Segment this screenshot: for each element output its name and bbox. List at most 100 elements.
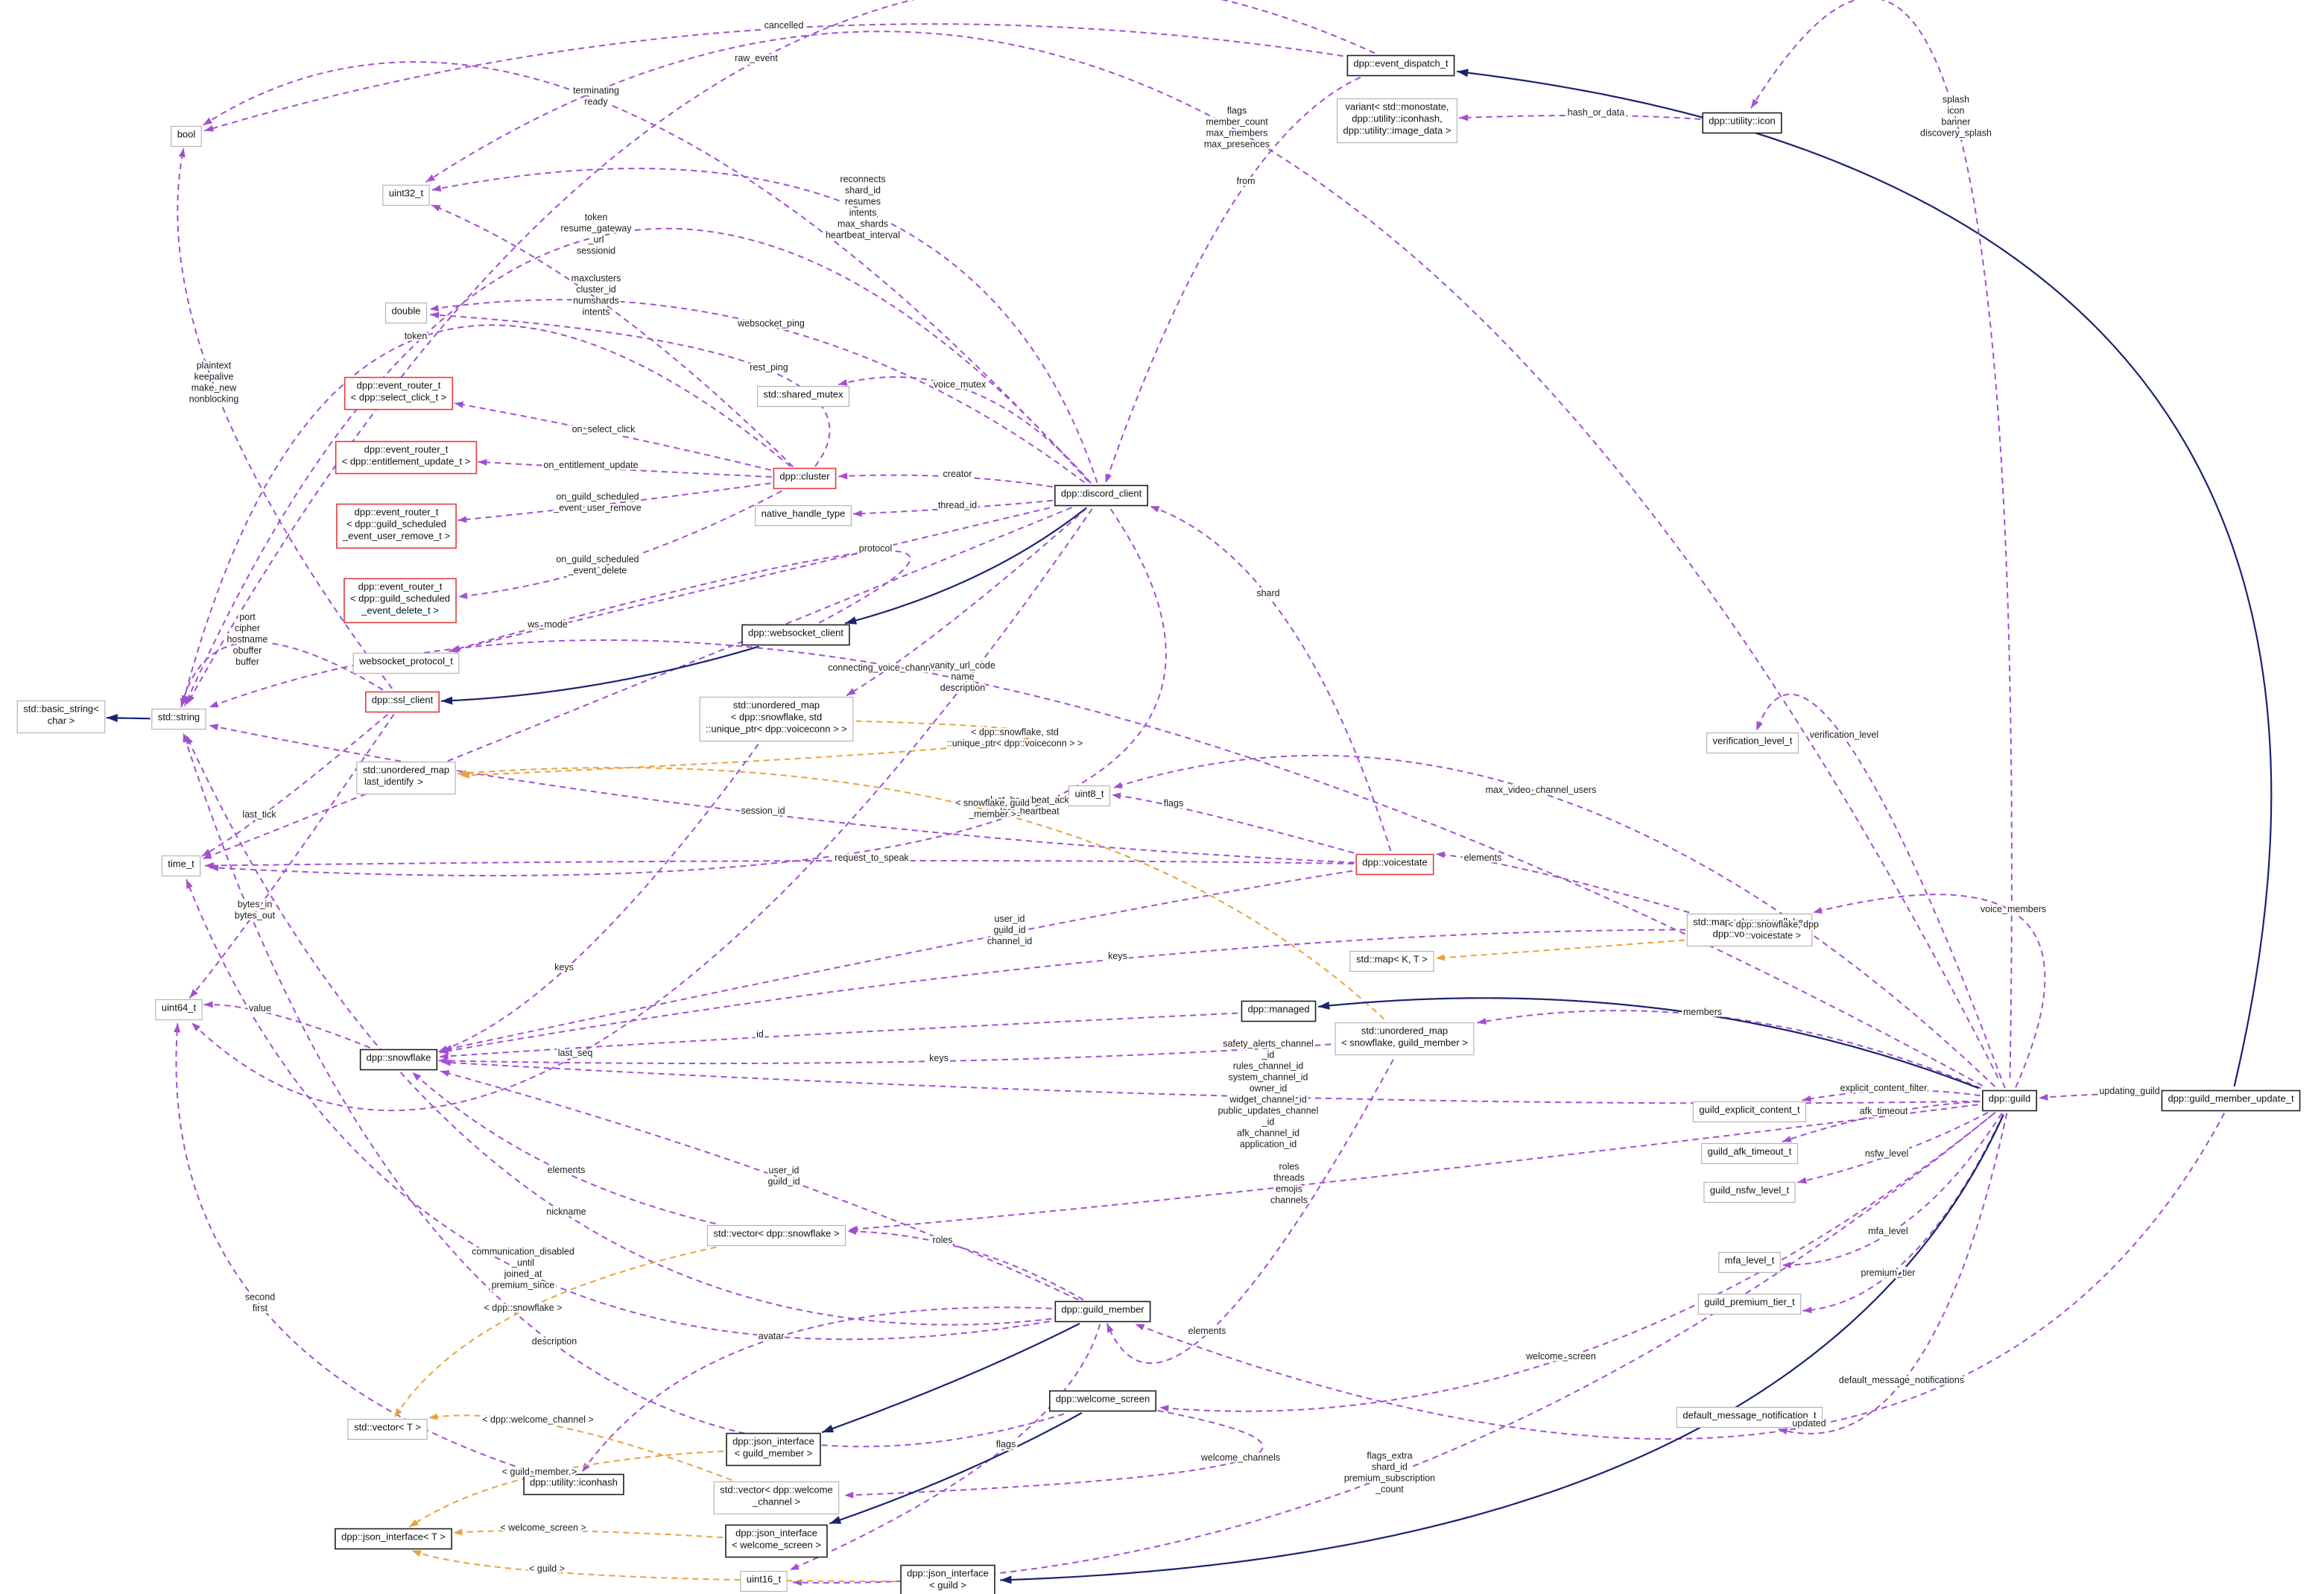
- node-ssl_client[interactable]: dpp::ssl_client: [365, 691, 440, 713]
- node-box[interactable]: [359, 1049, 438, 1071]
- node-discord_client[interactable]: dpp::discord_client: [1054, 484, 1148, 507]
- node-guild_member[interactable]: dpp::guild_member: [1054, 1300, 1151, 1323]
- node-box[interactable]: [725, 1524, 828, 1558]
- node-box[interactable]: [1241, 1000, 1317, 1022]
- node-double[interactable]: double: [384, 302, 428, 324]
- node-evr_usr_rm[interactable]: dpp::event_router_t< dpp::guild_schedule…: [336, 503, 457, 549]
- node-enum_nsfw[interactable]: guild_nsfw_level_t: [1703, 1181, 1796, 1204]
- node-vec_wc[interactable]: std::vector< dpp::welcome_channel >: [713, 1481, 840, 1515]
- node-box[interactable]: [347, 1418, 428, 1440]
- node-box[interactable]: [740, 1570, 788, 1593]
- node-box[interactable]: [1336, 98, 1458, 144]
- node-uint8[interactable]: uint8_t: [1068, 785, 1111, 807]
- node-box[interactable]: [706, 1224, 846, 1247]
- node-box[interactable]: [1676, 1406, 1823, 1429]
- node-box[interactable]: [151, 708, 206, 730]
- node-box[interactable]: [161, 855, 201, 877]
- node-uint64[interactable]: uint64_t: [155, 999, 203, 1021]
- node-ji_gm[interactable]: dpp::json_interface< guild_member >: [726, 1432, 821, 1467]
- node-box[interactable]: [900, 1564, 995, 1594]
- node-gmu[interactable]: dpp::guild_member_update_t: [2161, 1089, 2301, 1112]
- node-box[interactable]: [1346, 54, 1455, 77]
- node-box[interactable]: [384, 302, 428, 324]
- node-guild[interactable]: dpp::guild: [1982, 1089, 2037, 1112]
- node-cluster[interactable]: dpp::cluster: [773, 467, 837, 490]
- node-box[interactable]: [382, 184, 430, 206]
- node-enum_dmn[interactable]: default_message_notification_t: [1676, 1406, 1823, 1429]
- node-box[interactable]: [741, 624, 850, 646]
- node-native_handle[interactable]: native_handle_type: [755, 505, 852, 527]
- node-bool[interactable]: bool: [171, 125, 202, 148]
- node-box[interactable]: [1718, 1251, 1781, 1274]
- node-box[interactable]: [335, 1528, 452, 1550]
- node-box[interactable]: [755, 505, 852, 527]
- node-box[interactable]: [1054, 484, 1148, 507]
- node-box[interactable]: [726, 1432, 821, 1467]
- node-managed[interactable]: dpp::managed: [1241, 1000, 1317, 1022]
- node-box[interactable]: [171, 125, 202, 148]
- node-box[interactable]: [1686, 913, 1813, 947]
- node-box[interactable]: [356, 761, 456, 795]
- node-time_t[interactable]: time_t: [161, 855, 201, 877]
- node-box[interactable]: [523, 1473, 624, 1496]
- node-box[interactable]: [699, 696, 854, 742]
- node-snowflake[interactable]: dpp::snowflake: [359, 1049, 438, 1071]
- node-ji_t[interactable]: dpp::json_interface< T >: [335, 1528, 452, 1550]
- node-box[interactable]: [343, 578, 457, 624]
- node-map_sv[interactable]: std::map< dpp::snowflake,dpp::voicestate…: [1686, 913, 1813, 947]
- node-uint16[interactable]: uint16_t: [740, 1570, 788, 1593]
- node-box[interactable]: [1697, 1293, 1802, 1315]
- node-box[interactable]: [1334, 1022, 1475, 1056]
- node-box[interactable]: [155, 999, 203, 1021]
- node-basic_string[interactable]: std::basic_string<char >: [16, 700, 106, 734]
- node-voicestate[interactable]: dpp::voicestate: [1355, 853, 1434, 876]
- node-box[interactable]: [1982, 1089, 2037, 1112]
- node-vec_snow[interactable]: std::vector< dpp::snowflake >: [706, 1224, 846, 1247]
- node-box[interactable]: [365, 691, 440, 713]
- node-box[interactable]: [352, 652, 460, 674]
- node-shared_mutex[interactable]: std::shared_mutex: [756, 385, 850, 408]
- node-enum_premium[interactable]: guild_premium_tier_t: [1697, 1293, 1802, 1315]
- node-box[interactable]: [2161, 1089, 2301, 1112]
- node-evr_del[interactable]: dpp::event_router_t< dpp::guild_schedule…: [343, 578, 457, 624]
- node-vec_t[interactable]: std::vector< T >: [347, 1418, 428, 1440]
- node-iconhash[interactable]: dpp::utility::iconhash: [523, 1473, 624, 1496]
- node-verif[interactable]: verification_level_t: [1706, 732, 1799, 754]
- node-variant[interactable]: variant< std::monostate,dpp::utility::ic…: [1336, 98, 1458, 144]
- node-ws_client[interactable]: dpp::websocket_client: [741, 624, 850, 646]
- node-enum_mfa[interactable]: mfa_level_t: [1718, 1251, 1781, 1274]
- node-um_kt[interactable]: std::unordered_map< K, T >: [356, 761, 456, 795]
- node-box[interactable]: [1702, 112, 1782, 134]
- node-box[interactable]: [1701, 1142, 1798, 1165]
- node-box[interactable]: [343, 376, 454, 411]
- node-evr_entitle[interactable]: dpp::event_router_t< dpp::entitlement_up…: [335, 440, 478, 475]
- node-box[interactable]: [1355, 853, 1434, 876]
- node-event_dispatch[interactable]: dpp::event_dispatch_t: [1346, 54, 1455, 77]
- node-ji_ws[interactable]: dpp::json_interface< welcome_screen >: [725, 1524, 828, 1558]
- node-box[interactable]: [773, 467, 837, 490]
- node-box[interactable]: [16, 700, 106, 734]
- node-uint32[interactable]: uint32_t: [382, 184, 430, 206]
- node-evr_select[interactable]: dpp::event_router_t< dpp::select_click_t…: [343, 376, 454, 411]
- node-string[interactable]: std::string: [151, 708, 206, 730]
- node-icon[interactable]: dpp::utility::icon: [1702, 112, 1782, 134]
- node-um_voiceconn[interactable]: std::unordered_map< dpp::snowflake, std:…: [699, 696, 854, 742]
- node-box[interactable]: [1054, 1300, 1151, 1323]
- node-box[interactable]: [336, 503, 457, 549]
- node-map_kt[interactable]: std::map< K, T >: [1349, 950, 1434, 972]
- node-box[interactable]: [1068, 785, 1111, 807]
- node-box[interactable]: [1692, 1101, 1807, 1123]
- node-box[interactable]: [335, 440, 478, 475]
- node-box[interactable]: [1706, 732, 1799, 754]
- node-box[interactable]: [1703, 1181, 1796, 1204]
- node-ws_protocol[interactable]: websocket_protocol_t: [352, 652, 460, 674]
- node-enum_explicit[interactable]: guild_explicit_content_t: [1692, 1101, 1807, 1123]
- node-box[interactable]: [1048, 1390, 1157, 1412]
- node-box[interactable]: [713, 1481, 840, 1515]
- node-ji_guild[interactable]: dpp::json_interface< guild >: [900, 1564, 995, 1594]
- node-box[interactable]: [756, 385, 850, 408]
- node-enum_afk[interactable]: guild_afk_timeout_t: [1701, 1142, 1798, 1165]
- node-box[interactable]: [1349, 950, 1434, 972]
- node-welcome[interactable]: dpp::welcome_screen: [1048, 1390, 1157, 1412]
- node-um_sgm[interactable]: std::unordered_map< snowflake, guild_mem…: [1334, 1022, 1475, 1056]
